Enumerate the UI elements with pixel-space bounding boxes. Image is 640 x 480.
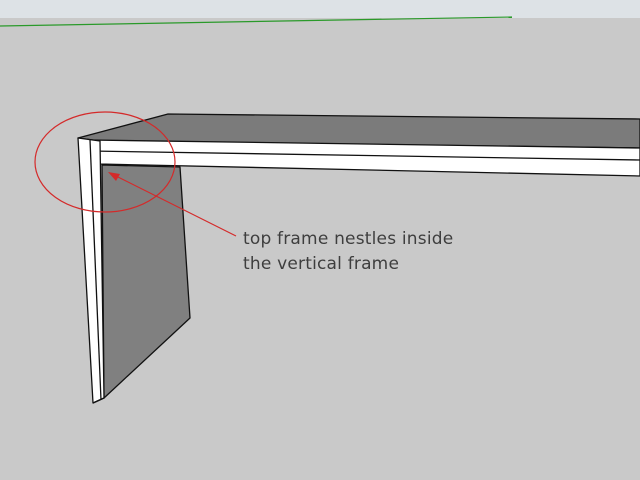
annotation-line-2: the vertical frame: [243, 254, 400, 274]
highlight-ellipse: [34, 111, 176, 213]
annotation-callout: top frame nestles inside the vertical fr…: [243, 227, 603, 277]
top-frame-inner-edge: [89, 150, 640, 161]
arrow-line: [111, 173, 237, 237]
frame-foot-edge: [92, 397, 105, 404]
annotation-line-1: top frame nestles inside: [243, 229, 454, 249]
horizon-line: [0, 16, 513, 27]
arrow-head: [108, 172, 120, 181]
sky-strip: [0, 0, 640, 18]
vertical-frame-inner-edge: [89, 139, 102, 401]
